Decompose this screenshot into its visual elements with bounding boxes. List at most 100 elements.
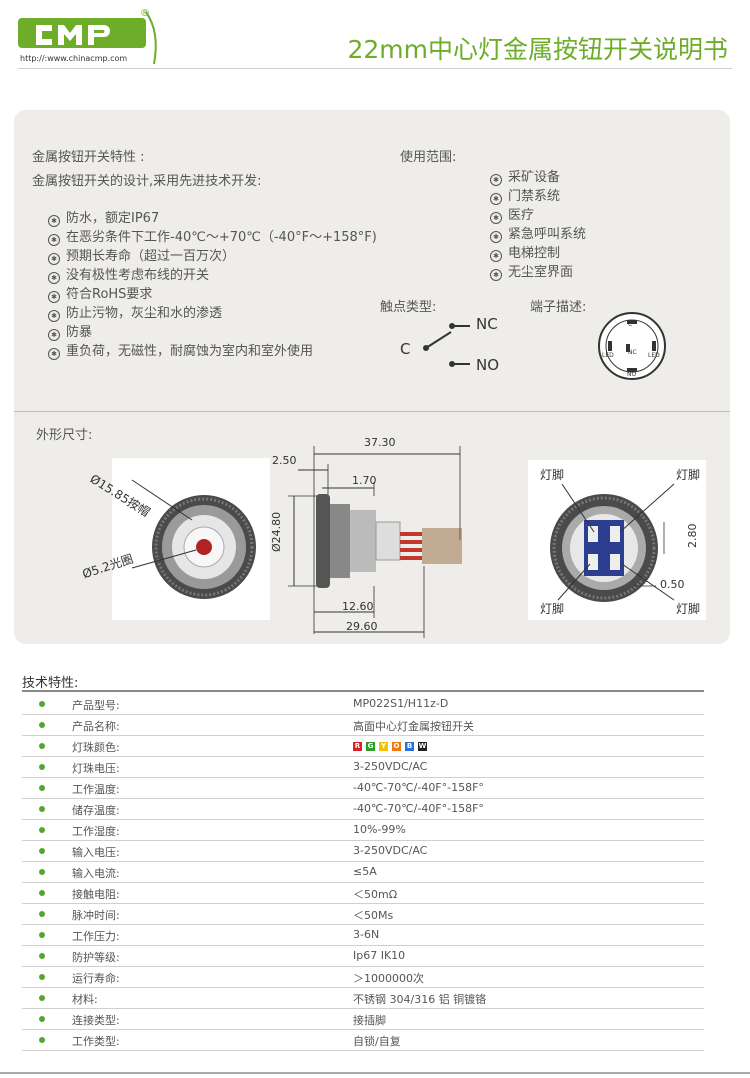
terminal-no-label: NO xyxy=(627,371,637,378)
bullet-dot-icon xyxy=(39,932,45,938)
spec-value: -40℃-70℃/-40F°-158F° xyxy=(353,781,484,794)
star-bullet-icon: ✱ xyxy=(48,272,60,284)
star-bullet-icon: ✱ xyxy=(48,215,60,227)
dim-2-80: 2.80 xyxy=(686,523,699,549)
bullet-dot-icon xyxy=(39,974,45,980)
bullet-dot-icon xyxy=(39,995,45,1001)
spec-row: 工作温度: -40℃-70℃/-40F°-158F° xyxy=(22,778,704,799)
spec-label: 灯珠电压: xyxy=(72,762,120,775)
bullet-dot-icon xyxy=(39,1016,45,1022)
specs-top-rule xyxy=(22,690,704,692)
spec-value: 接插脚 xyxy=(353,1014,386,1027)
led-color-chip: W xyxy=(418,741,427,751)
contact-c-label: C xyxy=(400,340,411,358)
terminal-heading: 端子描述: xyxy=(530,300,587,315)
bullet-dot-icon xyxy=(39,701,45,707)
spec-value: 3-250VDC/AC xyxy=(353,760,428,773)
spec-label: 产品名称: xyxy=(72,720,120,733)
usage-item: ✱紧急呼叫系统 xyxy=(490,223,586,243)
company-logo: ® http://:www.chinacmp.com xyxy=(18,8,188,70)
spec-label: 灯珠颜色: xyxy=(72,741,120,754)
back-pin-label-bottom-left: 灯脚 xyxy=(540,602,565,616)
spec-label: 材料: xyxy=(72,993,98,1006)
led-color-chip: Y xyxy=(379,741,388,751)
spec-value: 3-250VDC/AC xyxy=(353,844,428,857)
back-pin-label-top-left: 灯脚 xyxy=(540,468,565,482)
spec-value: Ip67 IK10 xyxy=(353,949,406,962)
features-subheading: 金属按钮开关的设计,采用先进技术开发: xyxy=(32,174,262,189)
logo-graphic xyxy=(18,11,157,65)
bullet-dot-icon xyxy=(39,743,45,749)
contact-no-label: NO xyxy=(476,356,500,374)
spec-value: ＜50Ms xyxy=(353,909,394,922)
features-list: ✱防水，额定IP67 ✱在恶劣条件下工作-40℃～+70℃（-40°F～+158… xyxy=(48,207,377,360)
spec-row: 工作湿度:10%-99% xyxy=(22,820,704,841)
bullet-dot-icon xyxy=(39,764,45,770)
spec-value: 不锈钢 304/316 铝 铜镀铬 xyxy=(353,993,487,1006)
terminal-nc-label: NC xyxy=(628,349,637,356)
terminal-c-label: C xyxy=(628,321,633,328)
led-color-chip: G xyxy=(366,741,375,751)
spec-label: 脉冲时间: xyxy=(72,909,120,922)
spec-value: MP022S1/H11z-D xyxy=(353,697,449,710)
led-color-chip: R xyxy=(353,741,362,751)
features-heading: 金属按钮开关特性 : xyxy=(32,150,145,165)
usage-item: ✱医疗 xyxy=(490,204,586,224)
feature-item: ✱防止污物，灰尘和水的渗透 xyxy=(48,302,377,322)
contact-type-heading: 触点类型: xyxy=(380,300,437,315)
usage-item: ✱门禁系统 xyxy=(490,185,586,205)
spec-row: 产品型号: MP022S1/H11z-D xyxy=(22,694,704,715)
spec-row: 接触电阻:＜50mΩ xyxy=(22,883,704,904)
spec-row: 输入电流:≤5A xyxy=(22,862,704,883)
star-bullet-icon: ✱ xyxy=(490,212,502,224)
dim-diameter-24-80: Ø24.80 xyxy=(270,511,283,552)
spec-row: 工作压力:3-6N xyxy=(22,925,704,946)
logo-registered-mark: ® xyxy=(140,8,150,19)
spec-value: -40℃-70℃/-40F°-158F° xyxy=(353,802,484,815)
bullet-dot-icon xyxy=(39,953,45,959)
bullet-dot-icon xyxy=(39,722,45,728)
bullet-dot-icon xyxy=(39,869,45,875)
spec-value: 3-6N xyxy=(353,928,380,941)
dim-1-70: 1.70 xyxy=(352,474,377,487)
back-view-drawing xyxy=(528,460,706,620)
star-bullet-icon: ✱ xyxy=(48,291,60,303)
terminal-diagram xyxy=(598,312,666,380)
spec-label: 工作类型: xyxy=(72,1035,120,1048)
spec-label: 产品型号: xyxy=(72,699,120,712)
bullet-dot-icon xyxy=(39,890,45,896)
document-title: 22mm中心灯金属按钮开关说明书 xyxy=(347,35,728,64)
usage-item: ✱无尘室界面 xyxy=(490,261,586,281)
star-bullet-icon: ✱ xyxy=(490,269,502,281)
bullet-dot-icon xyxy=(39,911,45,917)
logo-url: http://:www.chinacmp.com xyxy=(20,54,128,63)
bullet-dot-icon xyxy=(39,848,45,854)
side-view-drawing xyxy=(288,446,462,638)
star-bullet-icon: ✱ xyxy=(48,234,60,246)
spec-value: ＞1000000次 xyxy=(353,972,424,985)
feature-item: ✱预期长寿命（超过一百万次） xyxy=(48,245,377,265)
bullet-dot-icon xyxy=(39,827,45,833)
led-color-chip: O xyxy=(392,741,401,751)
spec-label: 连接类型: xyxy=(72,1014,120,1027)
spec-row: 产品名称:高面中心灯金属按钮开关 xyxy=(22,715,704,736)
spec-label: 工作温度: xyxy=(72,783,120,796)
contact-schematic xyxy=(423,323,470,367)
spec-row: 储存温度:-40℃-70℃/-40F°-158F° xyxy=(22,799,704,820)
back-pin-label-top-right: 灯脚 xyxy=(676,468,701,482)
dim-12-60: 12.60 xyxy=(342,600,374,613)
spec-label: 接触电阻: xyxy=(72,888,120,901)
terminal-led-left-label: LED xyxy=(602,352,614,359)
spec-row: 防护等级:Ip67 IK10 xyxy=(22,946,704,967)
spec-row: 工作类型:自锁/自复 xyxy=(22,1030,704,1051)
panel-divider xyxy=(14,411,730,412)
feature-item: ✱没有极性考虑布线的开关 xyxy=(48,264,377,284)
spec-row: 灯珠电压: 3-250VDC/AC xyxy=(22,757,704,778)
bullet-dot-icon xyxy=(39,806,45,812)
front-view-drawing xyxy=(112,458,270,620)
spec-row: 输入电压:3-250VDC/AC xyxy=(22,841,704,862)
spec-label: 运行寿命: xyxy=(72,972,120,985)
spec-value: 10%-99% xyxy=(353,823,406,836)
